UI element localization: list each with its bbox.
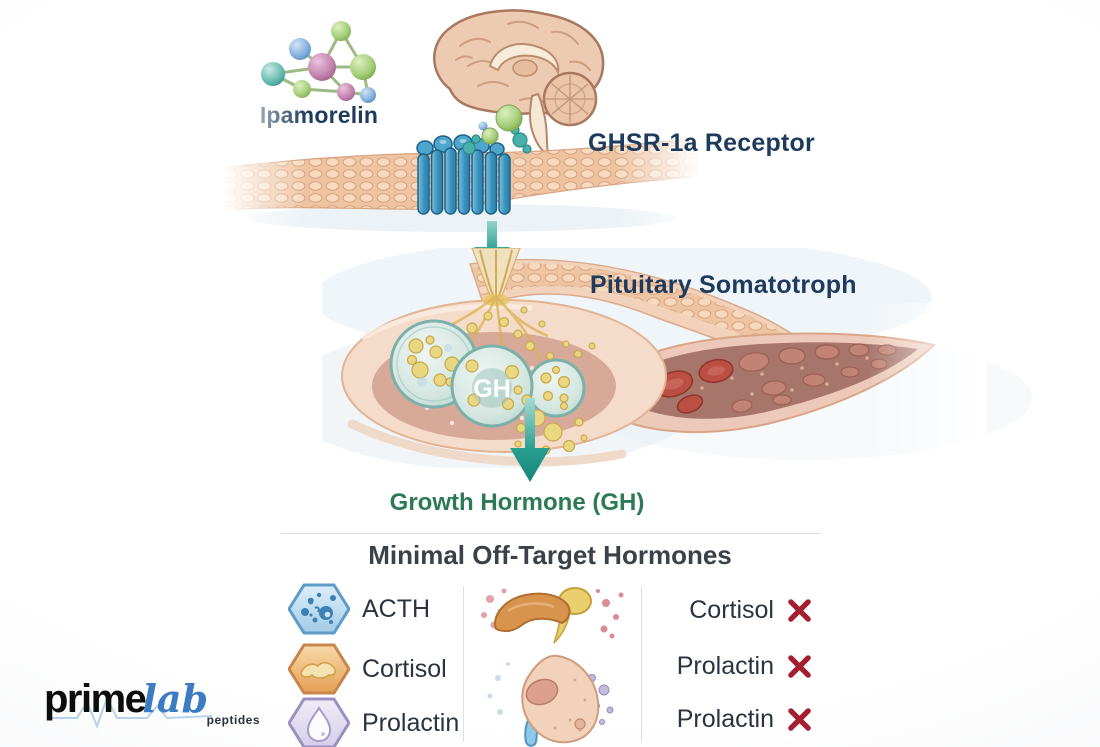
growth-hormone-label: Growth Hormone (GH) [389, 489, 645, 516]
suppressed-hormone-row: Prolactin [640, 651, 812, 681]
suppressed-hormone-name: Prolactin [676, 704, 774, 733]
receptor-label: GHSR-1a Receptor [588, 129, 815, 157]
red-cross-icon [788, 654, 811, 678]
section-divider [281, 533, 821, 534]
column-divider [641, 586, 642, 742]
down-arrow-icon [510, 398, 550, 482]
logo-prime-text: prime [44, 677, 147, 721]
pituitary-gland-icon [487, 654, 614, 747]
cortisol-hexagon-icon [288, 643, 350, 695]
suppressed-hormone-row: Cortisol [640, 595, 812, 625]
hormone-name: Prolactin [362, 708, 460, 737]
hormone-name: Cortisol [362, 654, 447, 683]
pituitary-label: Pituitary Somatotroph [590, 271, 857, 299]
logo-flourish-icon [52, 695, 213, 729]
hormone-row: Cortisol [288, 642, 447, 696]
hormone-name: ACTH [362, 594, 431, 623]
gh-vesicle-label: GH [473, 375, 511, 403]
red-cross-icon [788, 598, 811, 622]
primelab-logo: primelab peptides [44, 676, 264, 729]
logo-lab-text: lab [142, 676, 209, 721]
logo-tagline: peptides [206, 713, 260, 727]
hormone-row: Prolactin [288, 696, 459, 747]
red-cross-icon [788, 707, 811, 731]
pituitary-somatotroph-illustration: GH [322, 248, 1032, 468]
suppressed-hormone-name: Prolactin [676, 651, 774, 680]
acth-hexagon-icon [288, 583, 350, 635]
ghsr-receptor-columns [416, 134, 511, 215]
column-divider [463, 586, 464, 742]
cell-membrane-receptor-icon [222, 96, 700, 236]
hormone-icon-row: ACTH [288, 582, 430, 636]
red-blood-cells [654, 343, 897, 414]
adrenal-gland-icon [481, 587, 624, 644]
brain-icon [433, 9, 605, 156]
ipamorelin-molecule-icon [261, 21, 376, 103]
prolactin-hexagon-icon [288, 697, 350, 747]
ligand-binding-spheres [462, 104, 532, 155]
plasma-speckles [700, 356, 869, 396]
suppressed-hormone-row: Prolactin [640, 704, 812, 734]
off-target-title: Minimal Off-Target Hormones [368, 540, 732, 570]
suppressed-hormone-name: Cortisol [689, 595, 774, 624]
